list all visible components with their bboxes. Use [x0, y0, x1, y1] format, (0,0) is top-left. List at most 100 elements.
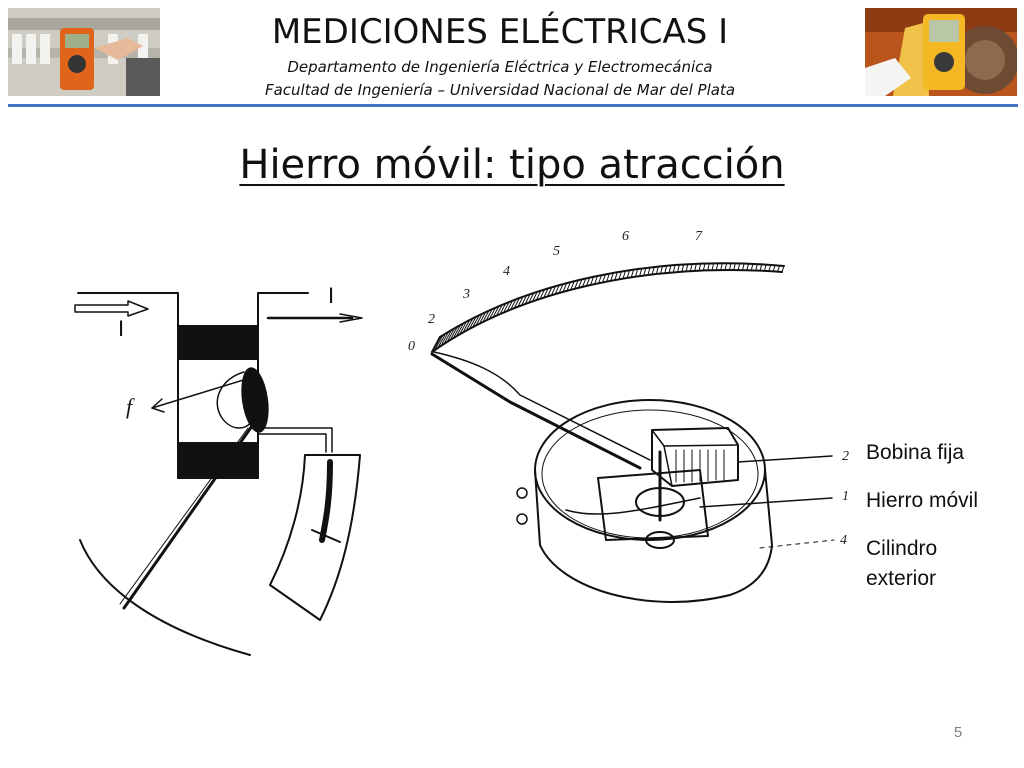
scale-tick [737, 262, 741, 271]
callout-number-4: 4 [840, 533, 847, 548]
scale-number-5: 5 [553, 244, 560, 259]
scale-tick [647, 267, 651, 276]
scale-tick [768, 264, 772, 272]
scale-tick [489, 307, 497, 320]
scale-tick [513, 297, 520, 309]
leader-cilindro [759, 539, 835, 549]
scale-tick [590, 276, 595, 286]
scale-tick [517, 296, 524, 308]
current-label-left: I [118, 316, 124, 341]
scale-tick [462, 319, 471, 334]
scale-tick [492, 305, 500, 318]
force-label: f [126, 394, 135, 419]
callout-number-2: 2 [842, 449, 849, 464]
left-schematic [74, 292, 363, 656]
course-title: MEDICIONES ELÉCTRICAS I [271, 12, 729, 52]
scale-tick [570, 280, 575, 291]
scale-tick [594, 275, 599, 285]
scale-tick [655, 266, 659, 275]
scale-tick [535, 290, 542, 301]
scale-tick [763, 264, 767, 272]
scale-tick [558, 283, 564, 294]
current-arrow-in [74, 300, 149, 317]
scale-tick [449, 326, 459, 341]
leader-bobina [737, 455, 833, 463]
scale-tick [543, 287, 549, 299]
faculty-subtitle: Facultad de Ingeniería – Universidad Nac… [264, 81, 736, 99]
scale-tick [452, 324, 462, 339]
scale-tick [733, 262, 736, 271]
scale-tick [724, 262, 728, 271]
scale-number-2: 2 [428, 312, 435, 327]
scale-tick [485, 308, 493, 322]
scale-tick [681, 264, 685, 273]
department-subtitle: Departamento de Ingeniería Eléctrica y E… [287, 58, 713, 76]
right-instrument [430, 262, 835, 603]
scale-tick [539, 289, 545, 300]
scale-tick [606, 273, 610, 283]
legend-bobina-fija: Bobina fija [866, 441, 965, 464]
scale-tick [781, 265, 785, 273]
scale-tick [622, 270, 626, 280]
force-arrow [151, 377, 251, 409]
scale-tick [618, 271, 622, 280]
outer-cylinder-rim [534, 399, 766, 541]
scale-tick [711, 262, 715, 271]
scale-tick [685, 263, 689, 272]
scale-tick [499, 302, 507, 315]
scale-tick [532, 291, 538, 302]
current-label-right: I [328, 283, 334, 308]
slide-title: Hierro móvil: tipo atracción [239, 142, 785, 188]
scale-tick [446, 327, 456, 343]
scale-tick [728, 262, 732, 271]
scale-number-0: 0 [408, 339, 415, 354]
scale-tick [437, 332, 447, 349]
scale-tick [742, 263, 745, 271]
scale-tick [459, 321, 468, 335]
scale-tick [468, 316, 477, 330]
scale-tick [520, 295, 527, 306]
scale-tick [720, 262, 723, 271]
legend-hierro-movil: Hierro móvil [866, 489, 979, 512]
scale-tick [698, 263, 702, 272]
legend-cilindro-exterior: Cilindro exterior [866, 537, 938, 590]
page-number: 5 [953, 724, 963, 741]
pointer-needle [122, 424, 254, 610]
scale-tick [550, 285, 556, 296]
scale-number-7: 7 [695, 229, 703, 244]
header-divider [8, 104, 1018, 107]
scale-tick [643, 267, 647, 277]
callout-number-1: 1 [842, 489, 849, 504]
moving-iron-vane [241, 367, 269, 433]
scale-tick [702, 263, 706, 272]
scale-tick [574, 279, 579, 290]
scale-tick [475, 313, 483, 327]
coil-top-winding [178, 325, 258, 360]
scale-tick [443, 329, 453, 345]
scale-tick [586, 277, 591, 287]
scale-tick [677, 264, 680, 273]
scale-tick [614, 271, 618, 281]
scale-tick [660, 265, 663, 275]
scale-tick [554, 284, 560, 295]
scale-tick [506, 300, 513, 312]
scale-tick [566, 281, 572, 292]
scale-tick [630, 269, 635, 278]
scale-tick [578, 278, 583, 289]
instrument-pointer [430, 352, 642, 470]
scale-tick [750, 263, 754, 271]
scale-tick [465, 317, 474, 332]
damping-chamber [269, 454, 361, 621]
scale-number-6: 6 [622, 229, 629, 244]
multimeter-photo-left [8, 8, 160, 96]
scale-tick [689, 263, 693, 272]
scale-tick [434, 334, 444, 351]
scale-tick [562, 282, 568, 293]
scale-tick [755, 263, 758, 272]
scale-tick [639, 268, 643, 277]
fixed-coil [651, 427, 739, 487]
scale-tick [495, 304, 503, 317]
scale-tick [440, 331, 450, 347]
scale-tick [472, 314, 480, 328]
